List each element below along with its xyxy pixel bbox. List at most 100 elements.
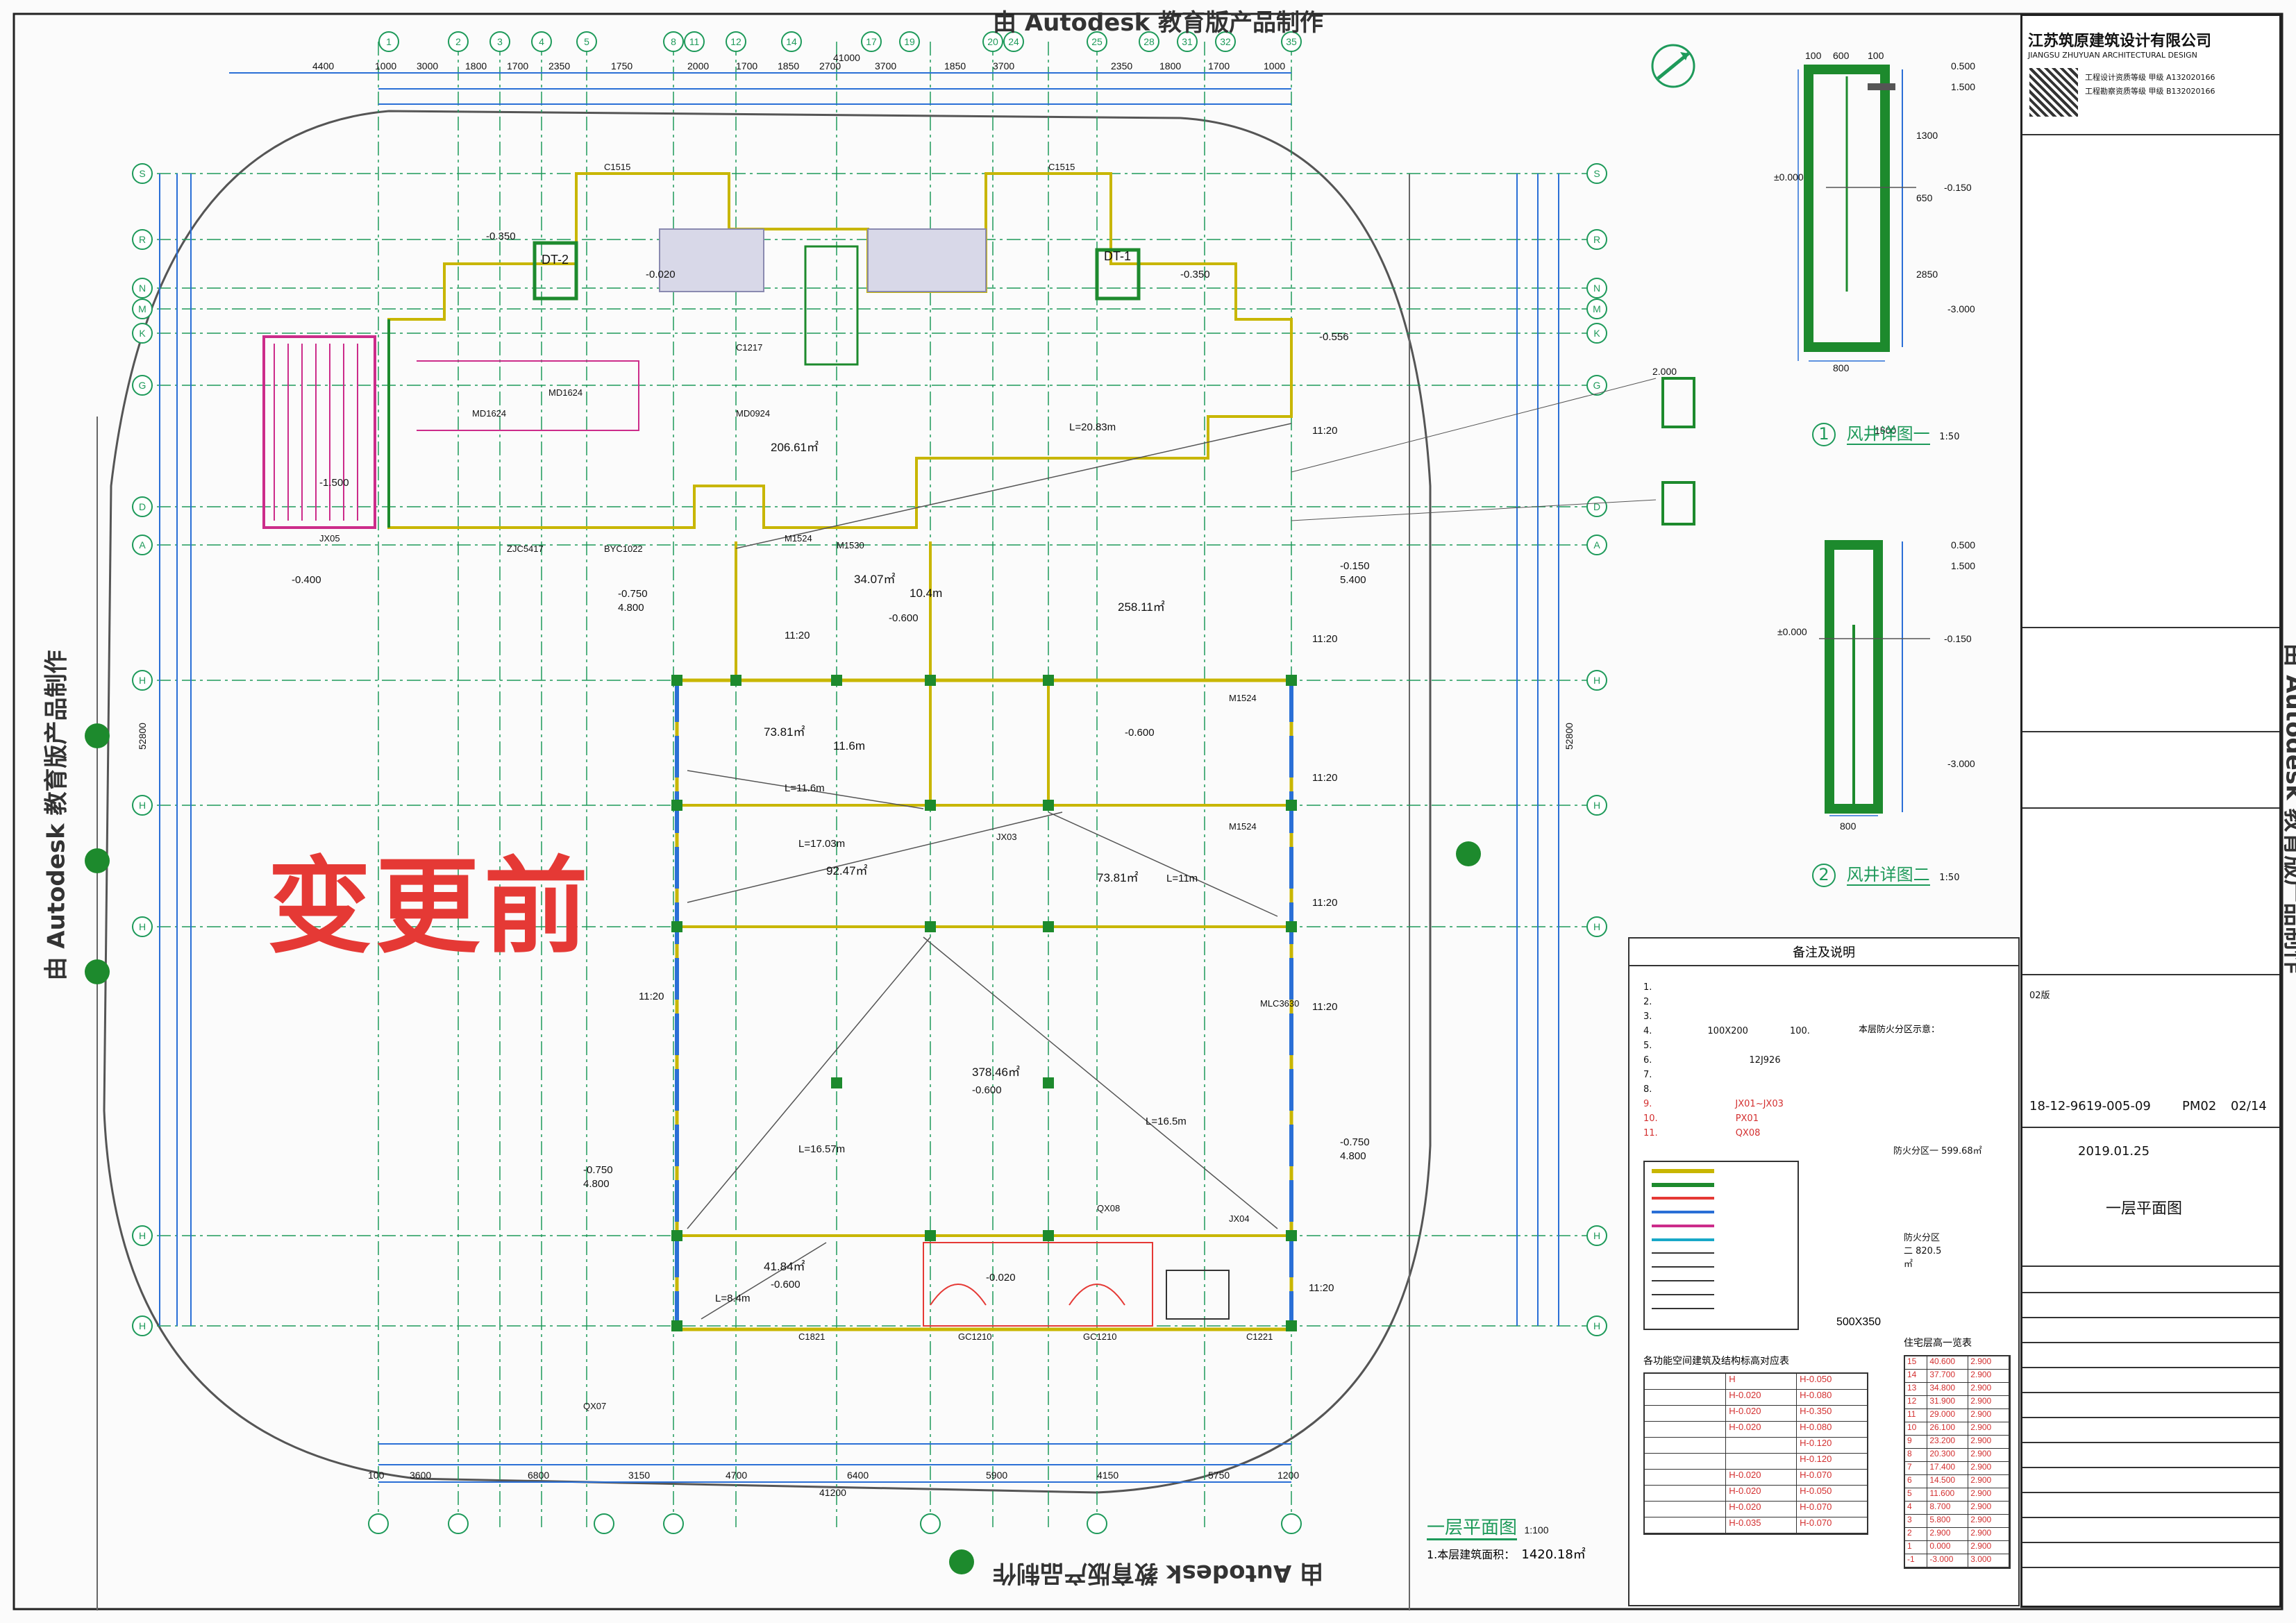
svg-text:H: H bbox=[139, 675, 146, 686]
svg-text:H: H bbox=[139, 1320, 146, 1331]
svg-text:1750: 1750 bbox=[611, 60, 632, 72]
svg-text:M1530: M1530 bbox=[837, 540, 864, 550]
floor-table-cell: 2.900 bbox=[1968, 1449, 2010, 1461]
svg-text:M: M bbox=[1593, 303, 1601, 314]
svg-text:20: 20 bbox=[987, 36, 998, 47]
svg-text:R: R bbox=[139, 234, 146, 245]
floor-table-cell: 6 bbox=[1905, 1475, 1928, 1488]
floor-table-cell: 13 bbox=[1905, 1383, 1928, 1395]
svg-text:10.4m: 10.4m bbox=[910, 587, 942, 600]
svg-text:C1217: C1217 bbox=[736, 342, 762, 353]
svg-text:4: 4 bbox=[539, 36, 544, 47]
svg-text:100: 100 bbox=[1868, 50, 1884, 61]
floor-table-cell: 2.900 bbox=[1968, 1356, 2010, 1369]
svg-text:-0.556: -0.556 bbox=[1319, 331, 1349, 343]
floor-table-title: 住宅层高一览表 bbox=[1904, 1338, 1972, 1349]
svg-text:14: 14 bbox=[786, 36, 797, 47]
svg-text:-0.150: -0.150 bbox=[1944, 633, 1972, 644]
room-table-cell: H-0.020 bbox=[1726, 1502, 1798, 1517]
svg-text:4.800: 4.800 bbox=[1340, 1150, 1366, 1162]
svg-text:5900: 5900 bbox=[986, 1470, 1007, 1481]
floor-table-cell: 0.000 bbox=[1927, 1541, 1969, 1554]
svg-text:A: A bbox=[139, 539, 146, 550]
svg-text:M: M bbox=[138, 303, 146, 314]
svg-text:JX03: JX03 bbox=[996, 832, 1017, 842]
floor-table-cell: 11 bbox=[1905, 1409, 1928, 1422]
floor-table-cell: 2.900 bbox=[1968, 1370, 2010, 1382]
svg-text:35: 35 bbox=[1286, 36, 1297, 47]
room-table-cell: H-0.050 bbox=[1800, 1486, 1832, 1496]
room-table-cell bbox=[1726, 1454, 1798, 1469]
room-table-cell: H-0.070 bbox=[1800, 1502, 1832, 1512]
room-table-cell: H-0.080 bbox=[1800, 1390, 1832, 1400]
fire-zone-2: 防火分区二 820.5㎡ bbox=[1904, 1233, 1942, 1270]
floor-table-cell: 37.700 bbox=[1927, 1370, 1969, 1382]
floor-table-cell: 2.900 bbox=[1968, 1515, 2010, 1527]
svg-text:MD1624: MD1624 bbox=[472, 408, 506, 419]
room-table-cell: H-0.050 bbox=[1800, 1374, 1832, 1384]
svg-text:1: 1 bbox=[386, 36, 392, 47]
qr-code-icon bbox=[2029, 68, 2078, 117]
svg-text:2.000: 2.000 bbox=[1652, 366, 1677, 377]
detail-2-name: 风井详图二 bbox=[1846, 865, 1930, 886]
watermark-bottom: 由 Autodesk 教育版产品制作 bbox=[993, 1559, 1324, 1587]
floor-table-cell: 2.900 bbox=[1927, 1528, 1969, 1540]
svg-text:11.6m: 11.6m bbox=[833, 739, 865, 752]
drawing-date: 2019.01.25 bbox=[2078, 1144, 2150, 1159]
svg-text:1700: 1700 bbox=[736, 60, 757, 72]
svg-text:G: G bbox=[139, 380, 146, 391]
svg-text:100: 100 bbox=[368, 1470, 385, 1481]
svg-text:1700: 1700 bbox=[507, 60, 528, 72]
svg-text:206.61㎡: 206.61㎡ bbox=[771, 441, 819, 454]
svg-text:-0.600: -0.600 bbox=[1125, 727, 1155, 739]
floor-table-cell: 2 bbox=[1905, 1528, 1928, 1540]
svg-text:-1.500: -1.500 bbox=[319, 477, 349, 489]
notes-item-3: 3. bbox=[1643, 1011, 1652, 1022]
cert-2: 工程勘察资质等级 甲级 B132020166 bbox=[2085, 87, 2215, 96]
notes-item-5: 5. bbox=[1643, 1041, 1652, 1051]
svg-text:0.500: 0.500 bbox=[1951, 539, 1975, 550]
notes-item-10: 10.PX01 bbox=[1643, 1113, 1759, 1124]
svg-text:24: 24 bbox=[1008, 36, 1019, 47]
detail-1 bbox=[1798, 65, 1916, 362]
signature-grid bbox=[2022, 1286, 2279, 1592]
floor-table-cell: 17.400 bbox=[1927, 1462, 1969, 1474]
svg-text:H: H bbox=[139, 1230, 146, 1241]
svg-text:MLC3630: MLC3630 bbox=[1260, 998, 1299, 1009]
svg-text:2350: 2350 bbox=[548, 60, 570, 72]
svg-text:ZJC5417: ZJC5417 bbox=[507, 544, 544, 554]
room-table-cell bbox=[1645, 1438, 1727, 1453]
svg-text:11:20: 11:20 bbox=[1309, 1282, 1334, 1294]
svg-text:GC1210: GC1210 bbox=[958, 1331, 991, 1342]
floor-table-cell: 8 bbox=[1905, 1449, 1928, 1461]
floor-table-cell: -3.000 bbox=[1927, 1554, 1969, 1567]
floor-table-cell: 34.800 bbox=[1927, 1383, 1969, 1395]
svg-text:5750: 5750 bbox=[1208, 1470, 1230, 1481]
floor-table-cell: 2.900 bbox=[1968, 1488, 2010, 1501]
detail-1-name: 风井详图一 bbox=[1846, 424, 1930, 445]
vertical-totals: 52800 52800 bbox=[137, 723, 1575, 750]
svg-text:11:20: 11:20 bbox=[1312, 425, 1337, 437]
svg-text:0.500: 0.500 bbox=[1951, 60, 1975, 72]
svg-text:-0.150: -0.150 bbox=[1340, 560, 1370, 572]
detail-1-title: 1 风井详图一 1:50 bbox=[1812, 420, 1959, 446]
svg-text:C1515: C1515 bbox=[604, 162, 630, 172]
room-table-cell bbox=[1645, 1486, 1727, 1501]
area-note-row: 1.本层建筑面积： 1420.18㎡ bbox=[1427, 1545, 1586, 1563]
svg-text:17: 17 bbox=[866, 36, 877, 47]
room-table-cell bbox=[1645, 1517, 1727, 1533]
svg-text:1700: 1700 bbox=[1208, 60, 1230, 72]
svg-text:R: R bbox=[1593, 234, 1600, 245]
room-table-cell: H-0.120 bbox=[1800, 1454, 1832, 1464]
